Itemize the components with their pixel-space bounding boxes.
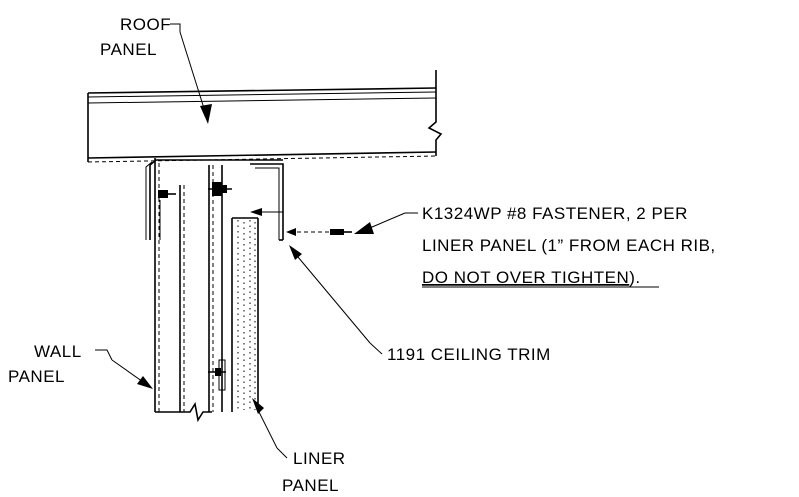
wall-panel-callout: WALL PANEL: [8, 342, 153, 389]
roof-leader-arrowhead: [200, 104, 212, 124]
fastener-callout: K1324WP #8 FASTENER, 2 PER LINER PANEL (…: [354, 204, 716, 288]
liner-panel-callout: LINER PANEL: [252, 398, 346, 495]
ceiling-trim-label: 1191 CEILING TRIM: [387, 345, 551, 364]
girt-bolt: [208, 182, 232, 196]
fastener-label-line1: K1324WP #8 FASTENER, 2 PER: [422, 204, 688, 223]
roof-label-line1: ROOF: [120, 15, 171, 34]
liner-bottom-fastener: [208, 359, 226, 391]
wall-label-line1: WALL: [34, 342, 82, 361]
wall-top-fastener: [158, 190, 176, 198]
ceiling-trim: [250, 163, 284, 241]
eave-trim: [145, 159, 283, 240]
liner-label-line1: LINER: [293, 449, 346, 468]
liner-label-line2: PANEL: [282, 476, 339, 495]
wall-panel: [154, 158, 223, 423]
fastener-label-line3: DO NOT OVER TIGHTEN).: [422, 268, 641, 287]
roof-panel: [87, 70, 443, 163]
k1324wp-fastener: [286, 228, 352, 236]
fastener-label-suffix: ).: [629, 268, 640, 287]
wall-label-line2: PANEL: [8, 367, 65, 386]
fastener-label-line2: LINER PANEL (1” FROM EACH RIB,: [422, 236, 716, 255]
roof-panel-callout: ROOF PANEL: [100, 15, 212, 124]
liner-panel: [231, 217, 259, 412]
roof-label-line2: PANEL: [100, 40, 157, 59]
ceiling-trim-callout: 1191 CEILING TRIM: [289, 245, 551, 364]
do-not-over-tighten: DO NOT OVER TIGHTEN: [422, 268, 629, 287]
